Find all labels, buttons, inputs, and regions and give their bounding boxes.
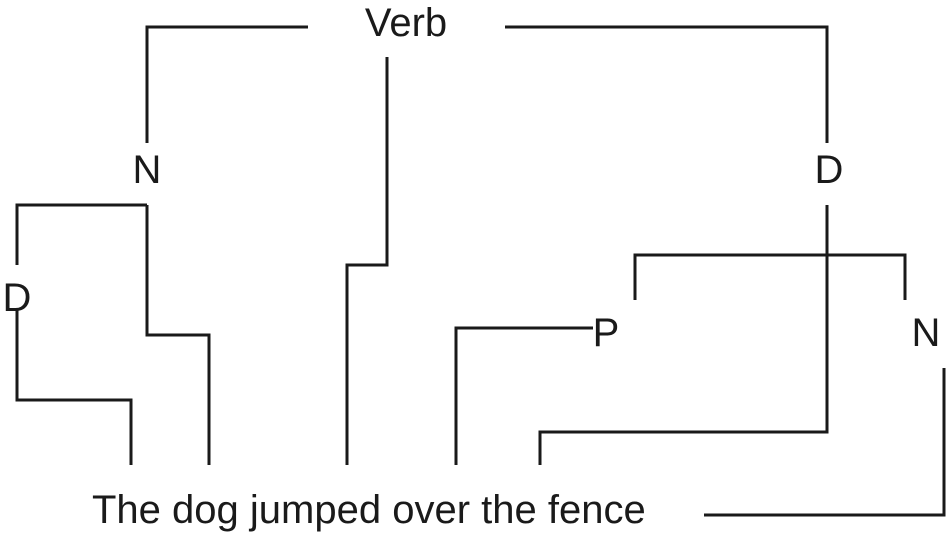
edge-object-determiner-to-preposition [633,253,827,300]
sentence: The dog jumped over the fence [92,488,646,532]
connector-lines [15,25,946,517]
node-verb: Verb [365,1,447,45]
edge-subject-noun-to-dog [145,205,211,465]
node-noun-object: N [912,311,941,355]
node-noun-subject: N [133,148,162,192]
node-determiner-object: D [815,148,844,192]
node-labels: Verb N D D P N [3,1,941,355]
node-preposition: P [593,311,620,355]
edge-object-determiner-to-the [538,205,829,465]
edge-verb-to-subject-noun [145,25,308,143]
edge-subject-noun-to-determiner [15,203,147,265]
edge-verb-to-jumped [345,57,389,465]
edge-verb-to-object-determiner [505,25,829,143]
node-determiner-subject: D [3,276,32,320]
edge-object-determiner-to-object-noun [827,253,907,300]
edge-preposition-to-over [454,326,593,465]
edge-determiner-to-the [15,310,133,465]
edge-object-noun-to-fence [704,368,946,517]
